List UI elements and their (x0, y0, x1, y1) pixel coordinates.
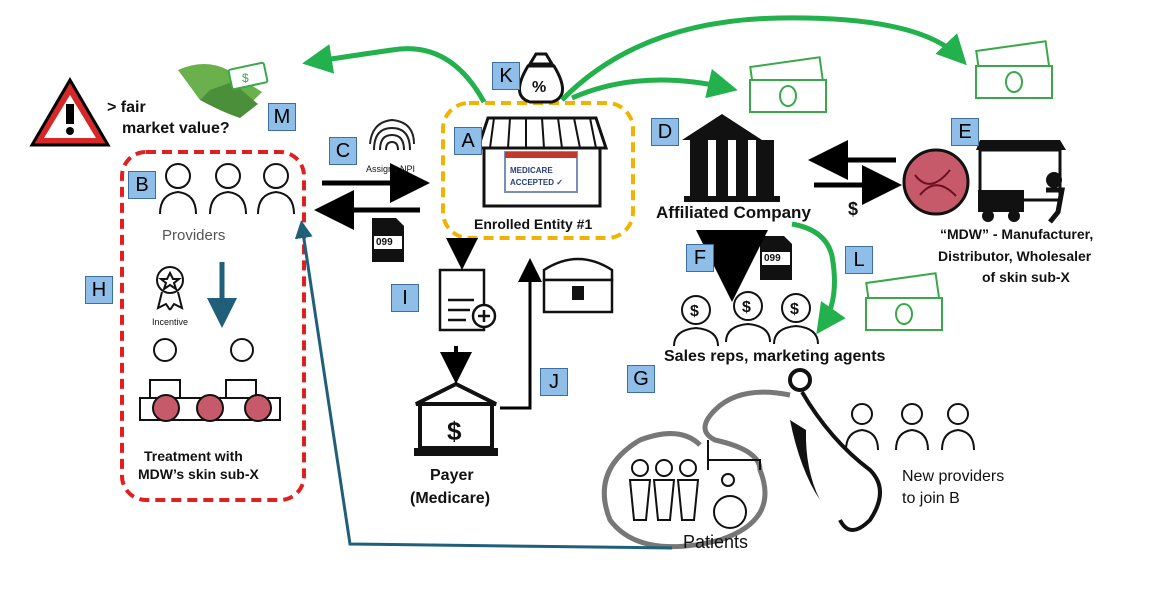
label-i: I (391, 284, 419, 312)
label-m: M (268, 103, 296, 131)
warning-text-line1: > fair (107, 99, 146, 116)
svg-text:$: $ (242, 71, 249, 85)
invoice-icon (438, 268, 497, 332)
label-g: G (627, 365, 655, 393)
green-flow-entity-to-d (570, 68, 738, 101)
line-patients-to-providers (294, 220, 673, 550)
treatment-workers-icon (139, 338, 281, 422)
green-flow-entity-to-m (302, 44, 487, 104)
treasure-chest-icon (542, 257, 614, 314)
label-l: L (845, 246, 873, 274)
affiliated-company-label: Affiliated Company (656, 203, 811, 222)
form-code-c: 099 (376, 237, 393, 248)
mdw-icon (902, 140, 1066, 224)
label-a: A (454, 127, 482, 155)
sales-reps-icon: $ $ $ (673, 291, 819, 347)
svg-text:$: $ (690, 303, 699, 320)
providers-label: Providers (162, 227, 226, 244)
mdw-line3: of skin sub-X (982, 269, 1070, 285)
green-flow-company-to-l (791, 221, 846, 335)
treatment-line2: MDW’s skin sub-X (138, 466, 259, 482)
label-b: B (128, 171, 156, 199)
new-providers-line1: New providers (902, 468, 1005, 485)
arrow-payer-to-chest (500, 258, 542, 410)
providers-group-box (120, 150, 306, 502)
patients-icon (628, 440, 761, 529)
new-providers-line2: to join B (902, 490, 960, 507)
fingerprint-icon (369, 118, 415, 151)
dollar-bills-e (975, 40, 1053, 99)
svg-text:$: $ (790, 301, 799, 318)
label-f: F (686, 244, 714, 272)
medicare-badge-line2: ACCEPTED ✓ (510, 178, 563, 187)
new-providers-icon (845, 403, 975, 451)
svg-text:%: % (532, 79, 546, 96)
company-building-icon (682, 114, 780, 202)
green-flow-entity-to-e (560, 15, 967, 102)
providers-icon (159, 163, 295, 215)
handshake-icon: $ (178, 61, 269, 118)
payer-line1: Payer (430, 467, 474, 484)
affiliated-dollar-sign: $ (848, 199, 859, 219)
mdw-line2: Distributor, Wholesaler (938, 248, 1092, 264)
warning-icon (29, 77, 111, 147)
medicare-badge-line1: MEDICARE (510, 166, 553, 175)
mdw-line1: “MDW” - Manufacturer, (940, 226, 1094, 242)
incentive-ribbon-icon (156, 266, 184, 311)
incentive-label: Incentive (152, 317, 189, 327)
svg-text:$: $ (447, 416, 462, 446)
svg-text:$: $ (742, 299, 751, 316)
payer-line2: (Medicare) (410, 490, 491, 507)
fishing-hook-icon (788, 368, 882, 532)
label-h: H (85, 276, 113, 304)
money-bag-icon: % (518, 52, 564, 104)
label-e: E (951, 118, 979, 146)
label-c: C (329, 137, 357, 165)
enrolled-entity-label: Enrolled Entity #1 (474, 216, 593, 232)
sales-reps-label: Sales reps, marketing agents (664, 348, 886, 365)
label-d: D (651, 118, 679, 146)
tax-form-icon-c (372, 218, 404, 262)
label-k: K (492, 62, 520, 90)
tax-form-icon-f (760, 236, 792, 280)
warning-text-line2: market value? (122, 120, 230, 137)
dollar-bills-d (749, 56, 827, 113)
treatment-line1: Treatment with (144, 448, 243, 464)
dollar-bills-l (865, 272, 943, 331)
fishing-line-loop (601, 389, 791, 550)
payer-building-icon: $ (414, 381, 498, 456)
patients-label: Patients (683, 532, 749, 552)
label-j: J (540, 368, 568, 396)
storefront-icon (475, 116, 609, 208)
assigns-npi-label: Assigns NPI (366, 164, 416, 174)
form-code-f: 099 (764, 253, 781, 264)
